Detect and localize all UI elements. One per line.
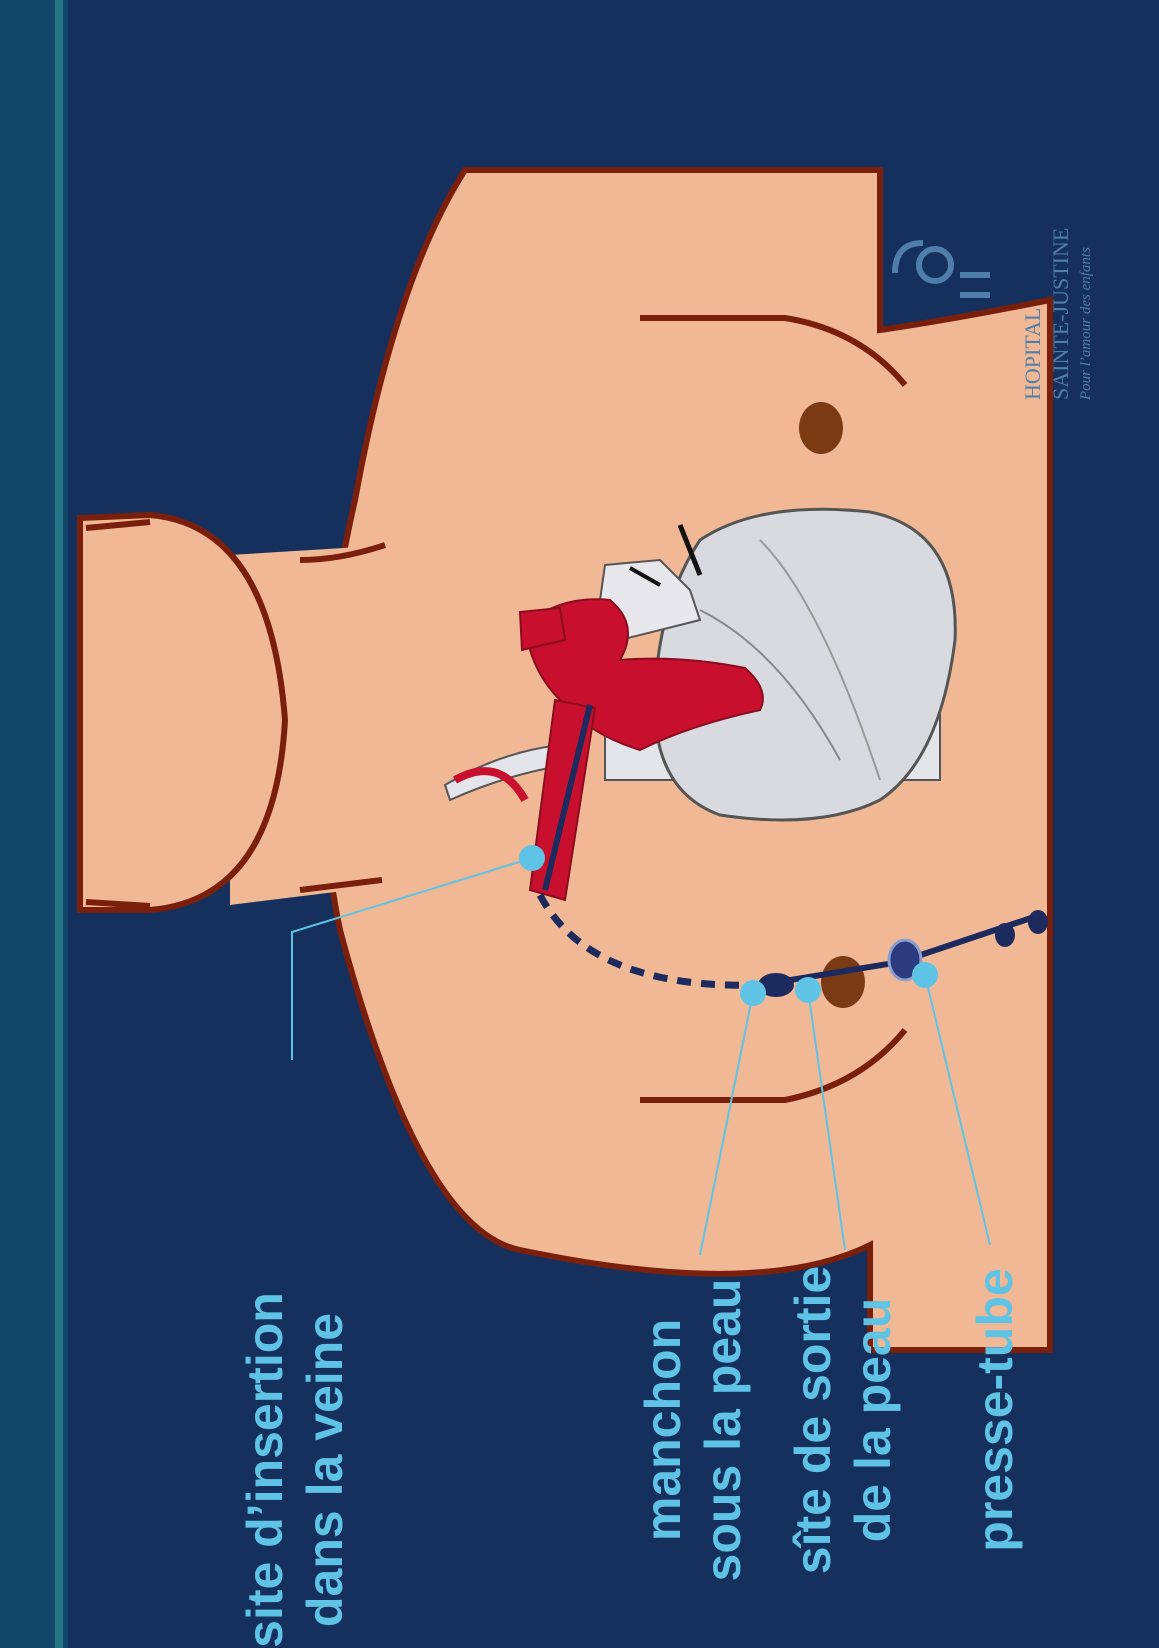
logo-line3: Pour l’amour des enfants bbox=[1078, 247, 1094, 401]
logo-line1: HOPITAL bbox=[1020, 308, 1045, 400]
label-insertion-line1: site d’insertion bbox=[237, 1292, 293, 1648]
label-sortie-line1: sîte de sortie bbox=[785, 1266, 841, 1574]
manchon-dot bbox=[740, 980, 766, 1006]
edge-highlight bbox=[55, 0, 63, 1648]
nipple-lower bbox=[821, 956, 865, 1008]
label-manchon-line2: sous la peau bbox=[695, 1279, 751, 1582]
nipple-upper bbox=[799, 402, 843, 454]
label-insertion-line2: dans la veine bbox=[297, 1313, 353, 1627]
sortie-dot bbox=[795, 977, 821, 1003]
presse-tube-dot bbox=[912, 962, 938, 988]
label-manchon-line1: manchon bbox=[635, 1319, 691, 1541]
logo-line2: SAINTE-JUSTINE bbox=[1048, 228, 1073, 400]
label-presse-tube: presse-tube bbox=[967, 1268, 1023, 1551]
insertion-dot bbox=[519, 845, 545, 871]
label-sortie-line2: de la peau bbox=[845, 1298, 901, 1543]
